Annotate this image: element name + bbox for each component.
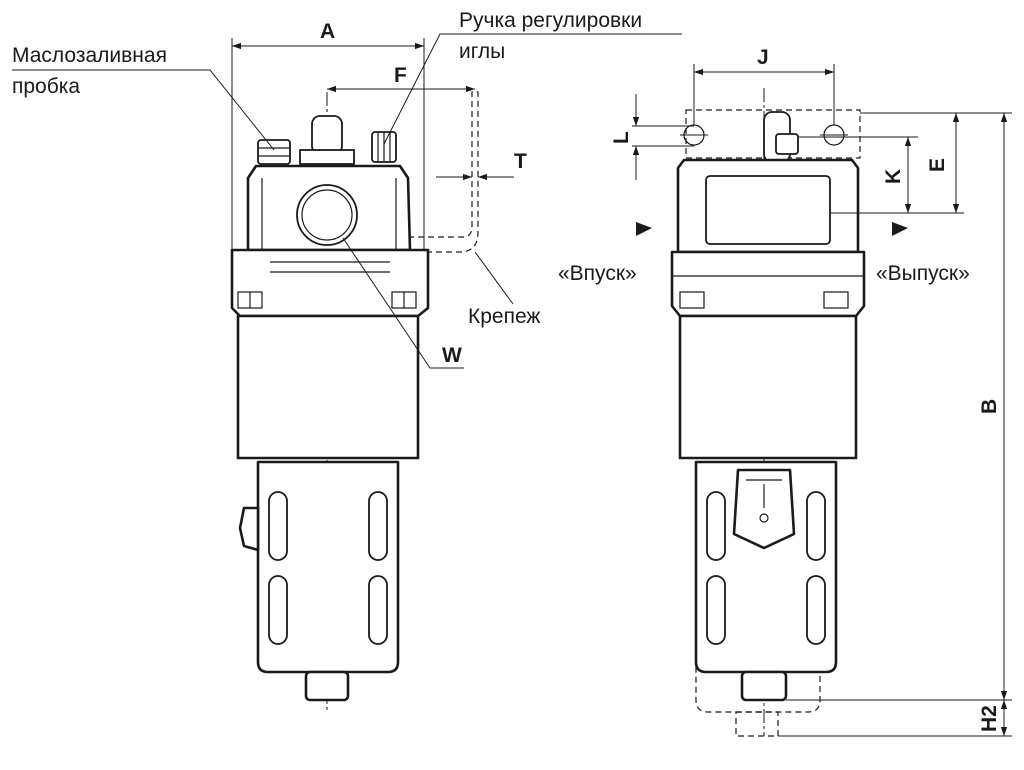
dim-t-label: T (514, 150, 527, 173)
bracket-outline (398, 91, 479, 253)
side-bracket-outline (685, 109, 861, 159)
bracket-label: Крепеж (468, 305, 540, 328)
dim-e-label: E (926, 158, 949, 172)
side-bowl-removal (695, 639, 821, 713)
guard-latch (238, 506, 260, 552)
bowl-guard (256, 460, 400, 674)
bracket-leader (474, 251, 514, 305)
side-upper-bowl (678, 314, 858, 460)
needle-knob-label-1: Ручка регулировки (459, 9, 642, 32)
top-stem (299, 115, 355, 165)
side-head (676, 158, 860, 254)
outlet-label: «Выпуск» (876, 262, 970, 285)
flange (230, 248, 430, 318)
upper-bowl (236, 314, 420, 460)
dim-l-label: L (610, 131, 633, 144)
side-latch (732, 468, 796, 550)
front-drain (304, 670, 350, 702)
dim-k-label: K (882, 169, 905, 184)
needle-knob-leader (383, 33, 682, 145)
oil-plug (257, 139, 291, 165)
dim-b-label: B (978, 399, 1001, 414)
dim-a-label: A (320, 20, 335, 43)
port-leader (342, 237, 464, 369)
dim-h2-label: H2 (978, 705, 1001, 732)
oil-plug-label-2: пробка (12, 75, 80, 98)
outlet-arrow-icon (892, 222, 908, 236)
side-view: «Впуск» «Выпуск» J L K E B H2 (558, 46, 1012, 737)
side-flange (670, 250, 866, 318)
inlet-label: «Впуск» (558, 262, 637, 285)
needle-knob (371, 131, 397, 163)
side-bowl-guard (694, 460, 838, 674)
side-drain-removal (735, 711, 779, 737)
port-label: W (442, 344, 462, 367)
port-w (296, 184, 358, 246)
side-needle-knob (775, 133, 799, 155)
front-view: A F T Маслозаливная пробка Ручка регулир… (12, 9, 682, 712)
inlet-arrow-icon (636, 222, 652, 236)
dim-f-label: F (394, 64, 407, 87)
oil-plug-leader (12, 69, 275, 151)
needle-knob-label-2: иглы (459, 40, 505, 63)
side-drain (740, 670, 788, 702)
oil-plug-label-1: Маслозаливная (12, 44, 167, 67)
dim-j-label: J (757, 46, 769, 69)
